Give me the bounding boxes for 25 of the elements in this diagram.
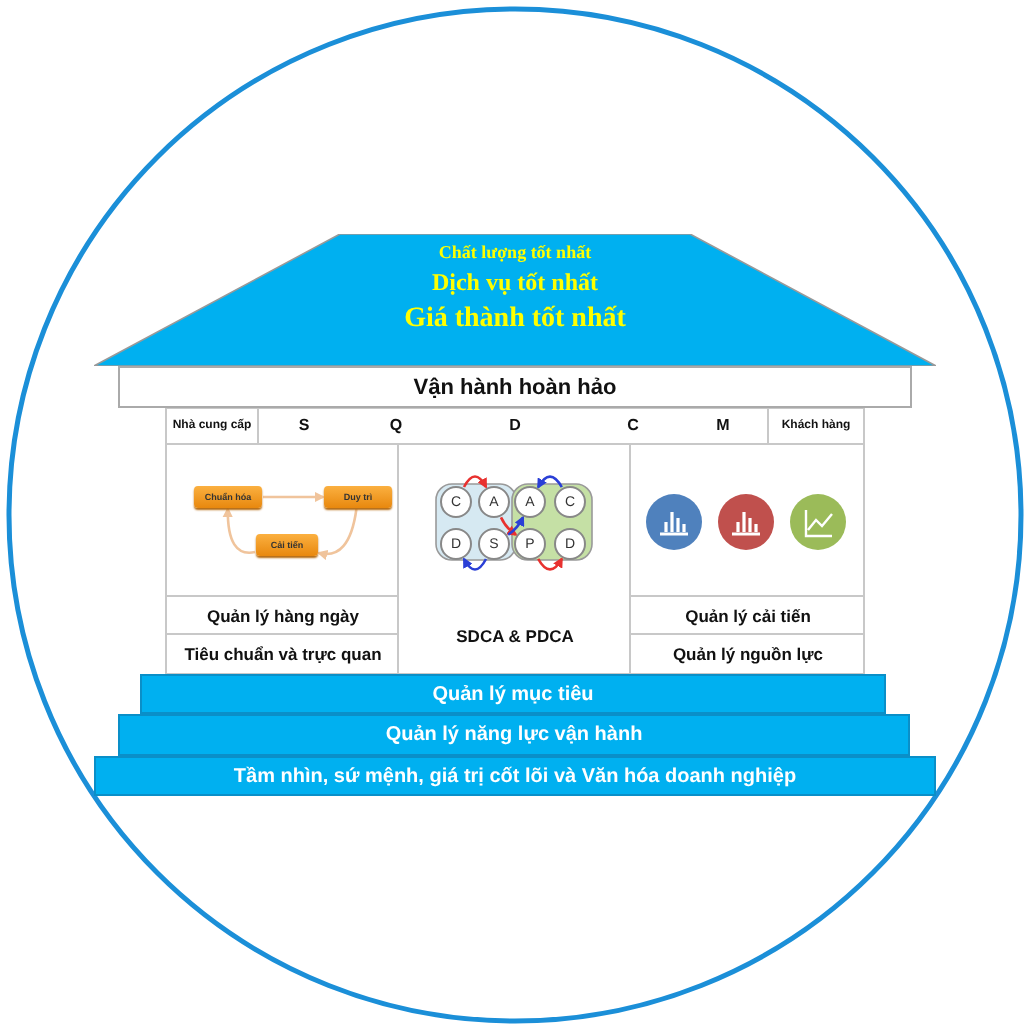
table-cell: Quản lý cải tiến	[632, 596, 864, 634]
arrow	[507, 515, 525, 536]
table-cell: Tiêu chuẩn và trực quan	[168, 634, 398, 674]
arrow	[499, 516, 518, 536]
step-banner: Quản lý năng lực vận hành	[118, 714, 910, 756]
arrow	[462, 557, 488, 571]
table-cell: Quản lý hàng ngày	[168, 596, 398, 634]
table-cell: Quản lý nguồn lực	[632, 634, 864, 674]
arrow	[462, 475, 488, 489]
arrow	[537, 557, 563, 571]
arrow	[537, 475, 563, 489]
header-text: S	[298, 418, 310, 434]
roof-text: Chất lượng tốt nhất	[438, 240, 592, 266]
arrow	[263, 491, 326, 503]
header-text: C	[627, 418, 639, 434]
arrow	[316, 508, 358, 560]
roof-text: Giá thành tốt nhất	[404, 302, 626, 338]
roof-text: Dịch vụ tốt nhất	[431, 266, 598, 300]
step-banner: Tầm nhìn, sứ mệnh, giá trị cốt lõi và Văn hóa doanh nghiệp	[94, 756, 936, 796]
table-cell: SDCA & PDCA	[400, 596, 630, 674]
header-text: D	[509, 418, 521, 434]
arrow	[222, 506, 256, 554]
header-text: M	[716, 418, 730, 434]
step-banner: Quản lý mục tiêu	[140, 674, 886, 714]
beam-banner: Vận hành hoàn hảo	[118, 366, 912, 408]
